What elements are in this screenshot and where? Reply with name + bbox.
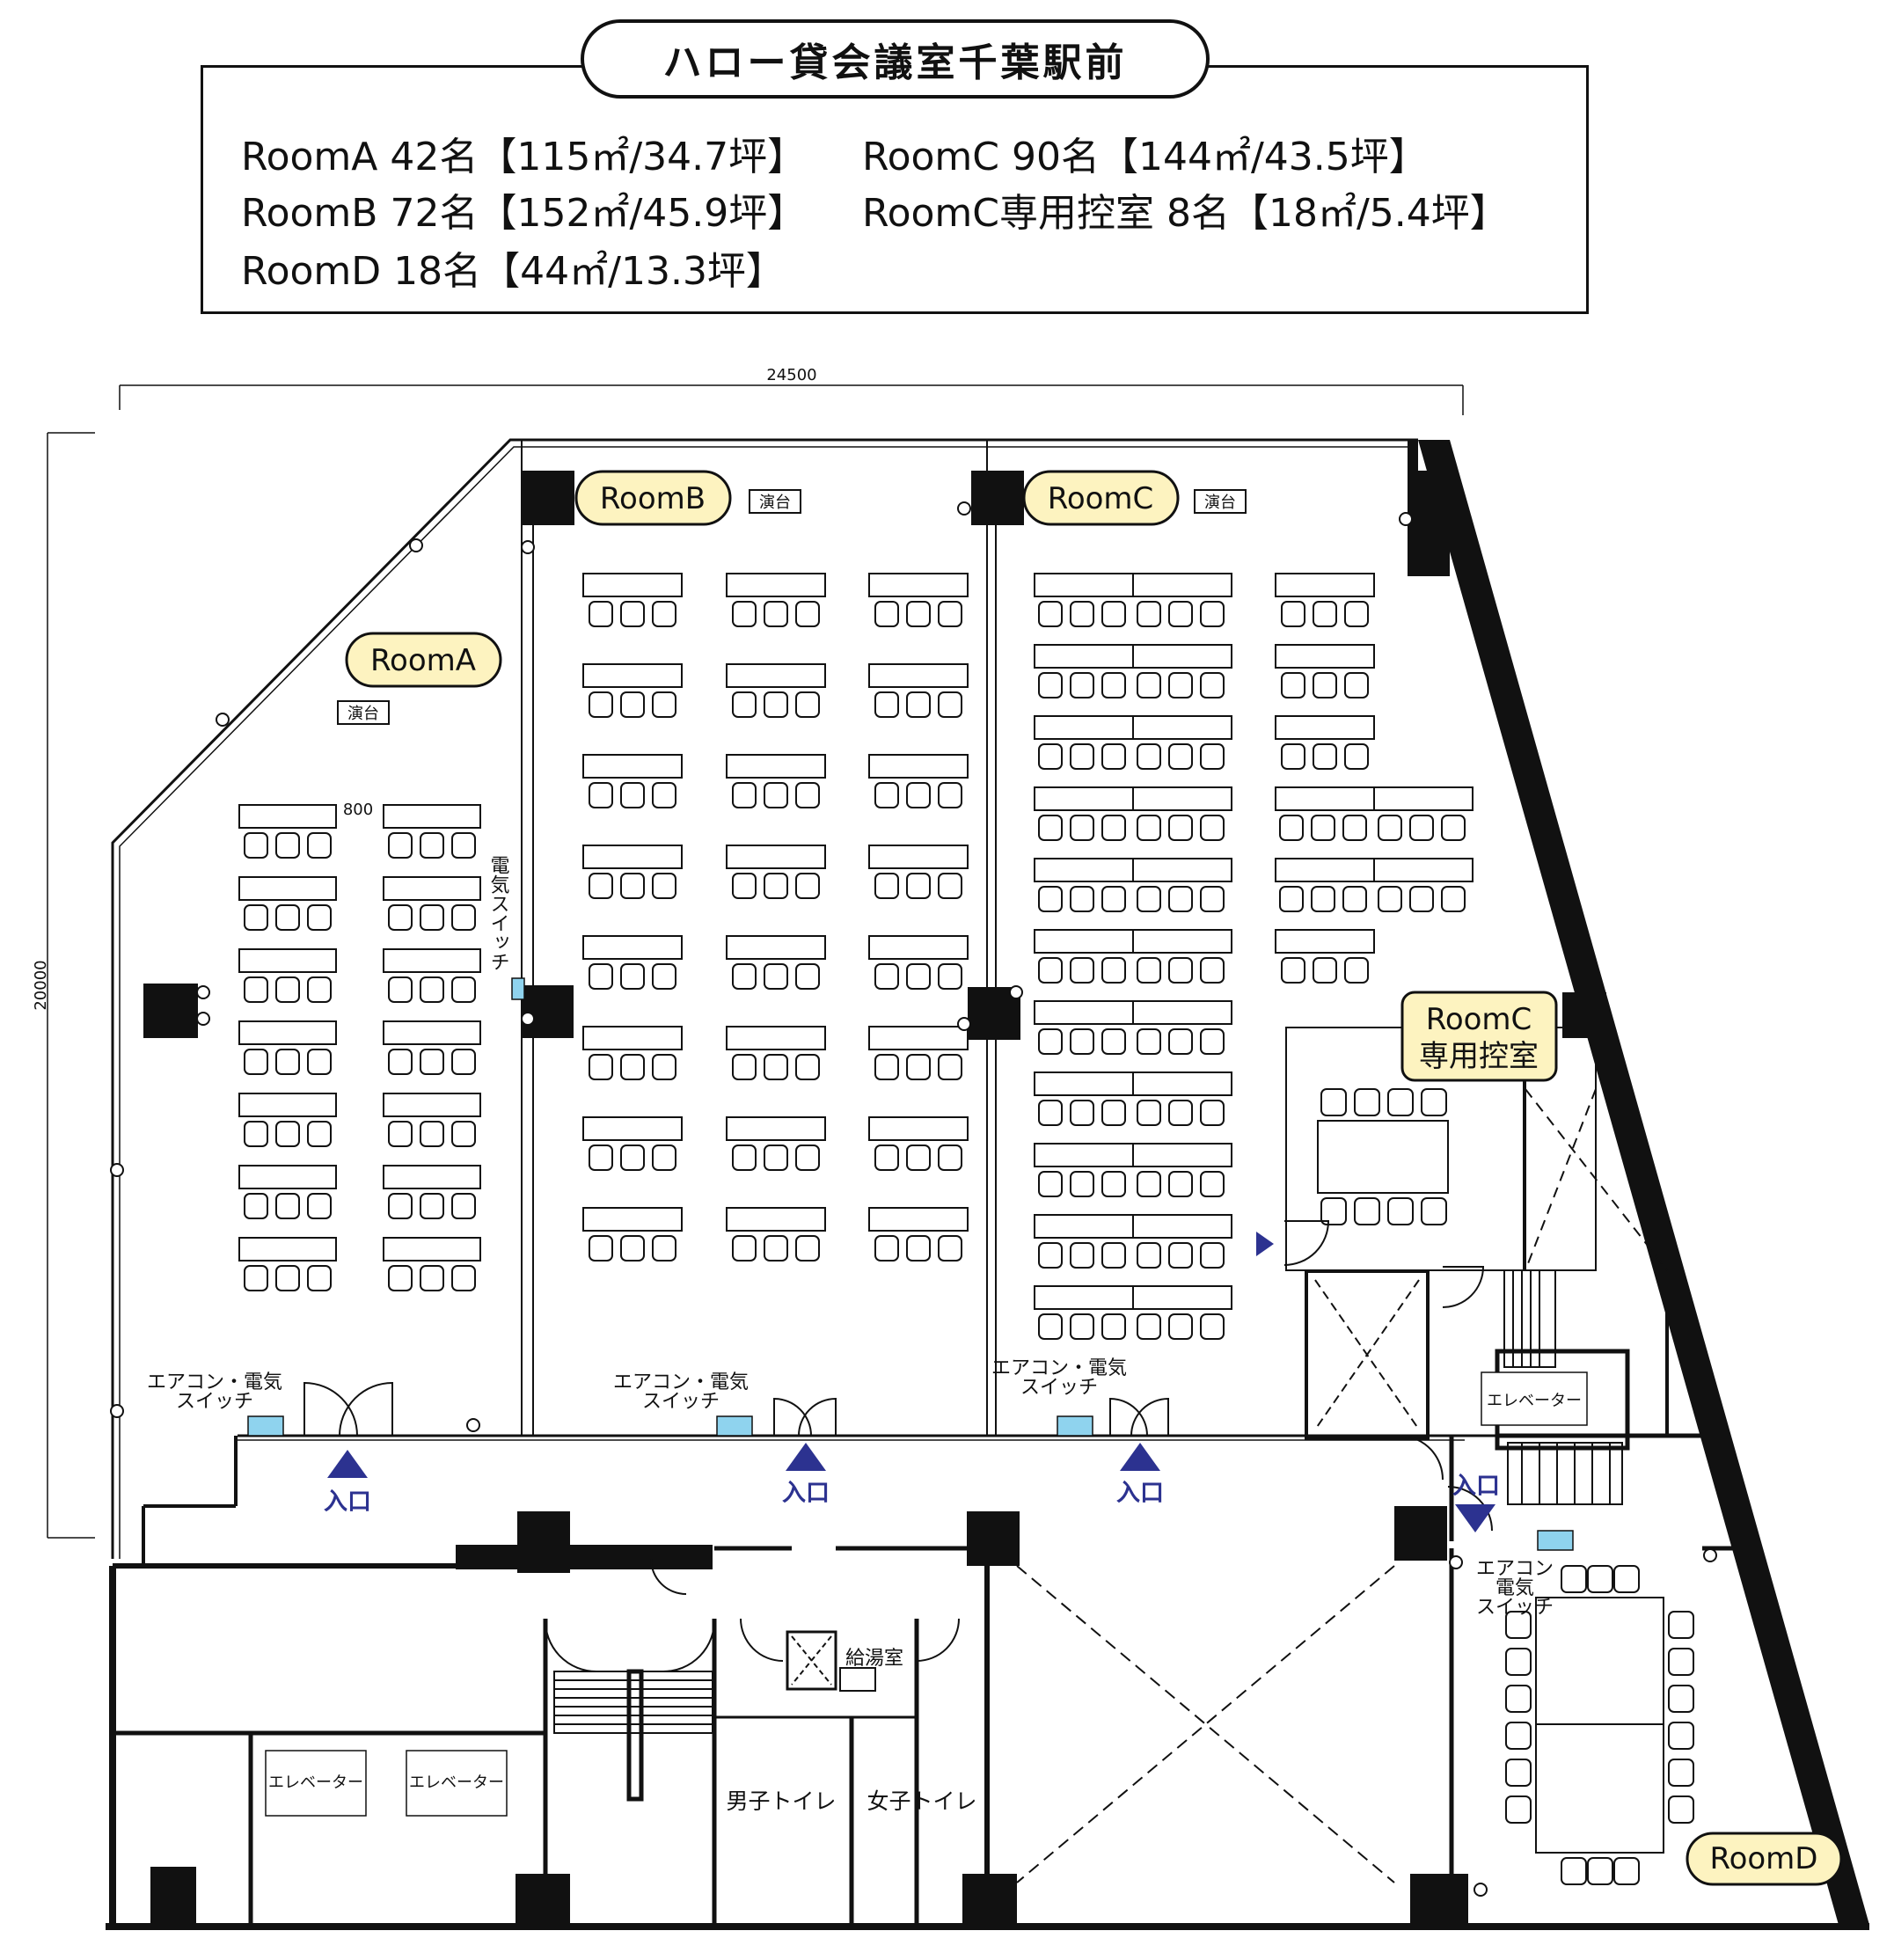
svg-text:エレベーター: エレベーター	[268, 1774, 363, 1792]
room-d-seating	[1505, 1565, 1694, 1885]
elevator-left-1: エレベーター	[265, 1750, 367, 1817]
svg-text:演台: 演台	[347, 705, 379, 723]
capacity-room-c: RoomC 90名【144㎡/43.5坪】	[862, 135, 1428, 179]
womens-toilet-label: 女子トイレ	[867, 1788, 976, 1814]
svg-text:電気: 電気	[1495, 1577, 1534, 1599]
podium-room-b: 演台	[749, 489, 801, 514]
svg-text:演台: 演台	[1204, 494, 1236, 512]
aircon-switch-a: エアコン・電気 スイッチ	[147, 1371, 284, 1437]
svg-text:エアコン・電気: エアコン・電気	[147, 1371, 282, 1393]
svg-text:入口: 入口	[782, 1480, 830, 1507]
aircon-switch-d: エアコン 電気 スイッチ	[1476, 1530, 1574, 1619]
svg-text:RoomA: RoomA	[370, 643, 476, 678]
svg-text:RoomD: RoomD	[1709, 1841, 1817, 1876]
dimension-height	[47, 432, 95, 1539]
svg-text:エアコン・電気: エアコン・電気	[613, 1371, 749, 1393]
void-shafts	[456, 1088, 1668, 1883]
light-switch-a: 電気スイッチ	[487, 855, 525, 1000]
entrance-room-a: 入口	[324, 1450, 371, 1516]
aircon-switch-b: エアコン・電気 スイッチ	[613, 1371, 753, 1437]
entrance-room-b: 入口	[782, 1443, 830, 1507]
svg-text:RoomB: RoomB	[600, 481, 706, 516]
entrance-room-d: 入口	[1452, 1473, 1500, 1532]
podium-room-a: 演台	[337, 700, 390, 725]
label-room-b: RoomB	[574, 470, 732, 526]
svg-text:専用控室: 専用控室	[1419, 1039, 1539, 1074]
capacity-summary	[201, 65, 1589, 314]
partition-walls	[238, 440, 1597, 1441]
entrance-room-c: 入口	[1116, 1443, 1164, 1507]
capacity-room-c-annex: RoomC専用控室 8名【18㎡/5.4坪】	[862, 191, 1509, 236]
dimension-width	[119, 384, 1464, 415]
svg-text:エレベーター: エレベーター	[409, 1774, 504, 1792]
svg-text:エアコン・電気: エアコン・電気	[991, 1357, 1127, 1379]
label-room-a: RoomA	[345, 632, 502, 688]
svg-text:給湯室: 給湯室	[845, 1648, 903, 1670]
svg-text:電気スイッチ: 電気スイッチ	[487, 855, 510, 971]
svg-text:RoomC: RoomC	[1048, 481, 1154, 516]
lower-walls	[113, 1267, 1733, 1927]
svg-text:スイッチ: スイッチ	[1476, 1597, 1554, 1619]
svg-text:入口: 入口	[324, 1488, 371, 1516]
aircon-switch-c: エアコン・電気 スイッチ	[991, 1357, 1127, 1437]
stairs	[553, 1269, 1623, 1802]
annex-door-arrow-icon	[1256, 1232, 1274, 1256]
svg-text:RoomC: RoomC	[1426, 1002, 1532, 1037]
capacity-room-d: RoomD 18名【44㎡/13.3坪】	[241, 249, 785, 294]
svg-text:入口: 入口	[1116, 1480, 1164, 1507]
dimension-width-label: 24500	[766, 366, 816, 384]
table-width-label: 800	[343, 801, 373, 819]
label-room-c-annex: RoomC 専用控室	[1400, 991, 1558, 1082]
kitchen: 給湯室	[839, 1648, 903, 1692]
svg-text:エアコン: エアコン	[1476, 1558, 1554, 1580]
dimension-height-label: 20000	[32, 960, 50, 1010]
svg-text:演台: 演台	[759, 494, 791, 512]
room-c-seating	[1034, 573, 1474, 1340]
doors	[303, 1220, 1493, 1672]
podium-room-c: 演台	[1194, 489, 1247, 514]
room-b-seating	[582, 573, 969, 1262]
structural-columns	[143, 471, 1606, 1925]
svg-text:入口: 入口	[1452, 1473, 1500, 1500]
elevator-left-2: エレベーター	[406, 1750, 508, 1817]
mens-toilet-label: 男子トイレ	[726, 1788, 836, 1814]
label-room-d: RoomD	[1686, 1832, 1843, 1886]
capacity-room-a: RoomA 42名【115㎡/34.7坪】	[241, 135, 807, 179]
svg-text:スイッチ: スイッチ	[642, 1391, 720, 1413]
capacity-room-b: RoomB 72名【152㎡/45.9坪】	[241, 191, 807, 236]
svg-text:スイッチ: スイッチ	[1020, 1377, 1098, 1399]
svg-text:スイッチ: スイッチ	[176, 1391, 253, 1413]
room-c-annex-seating	[1317, 1088, 1449, 1225]
page-title: ハロー貸会議室千葉駅前	[581, 19, 1210, 99]
svg-text:エレベーター: エレベーター	[1487, 1392, 1582, 1410]
room-a-seating	[238, 804, 481, 1291]
elevator-right: エレベーター	[1481, 1349, 1630, 1451]
label-room-c: RoomC	[1022, 470, 1180, 526]
outlet-markers	[110, 501, 1717, 1897]
